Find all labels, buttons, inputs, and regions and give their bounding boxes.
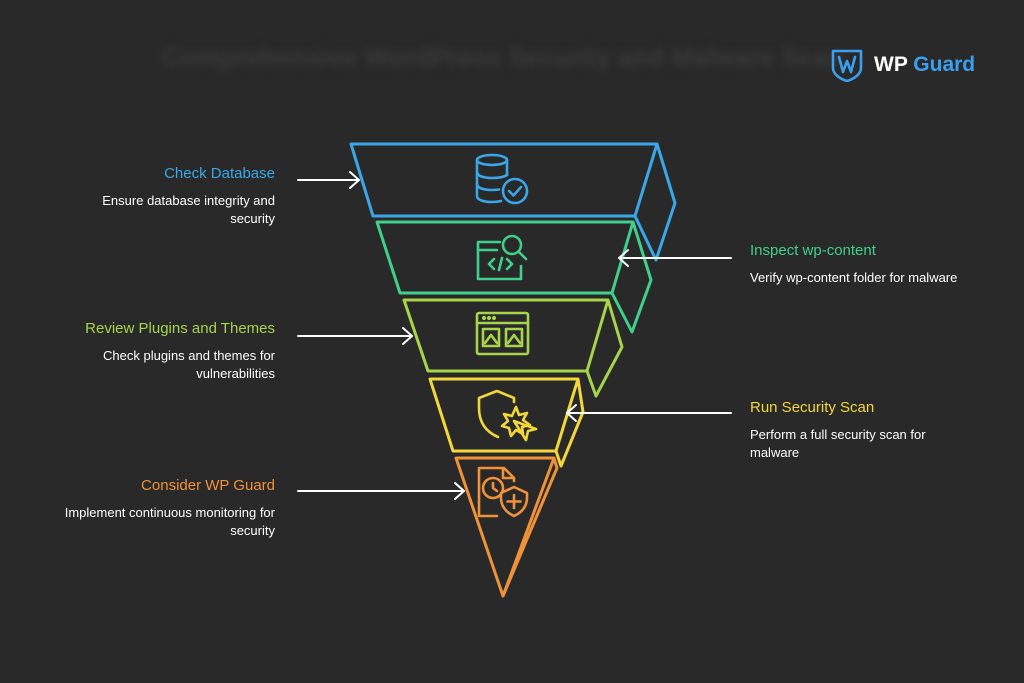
- step-title: Check Database: [164, 165, 275, 182]
- arrow-review-plugins: [297, 327, 413, 345]
- step-description: Check plugins and themes for vulnerabili…: [103, 348, 275, 381]
- logo-wordmark-part-2: Guard: [913, 53, 976, 76]
- code-search-icon: [476, 234, 528, 281]
- step-title: Run Security Scan: [750, 399, 875, 416]
- monitor-shield-icon: [477, 466, 529, 518]
- funnel-layer-consider-wp-guard: [454, 456, 559, 598]
- arrow-run-security-scan: [566, 404, 732, 422]
- arrow-inspect-wp-content: [618, 249, 732, 267]
- step-title: Consider WP Guard: [141, 477, 275, 494]
- step-inspect-wp-content: Inspect wp-content Verify wp-content fol…: [750, 240, 965, 287]
- step-review-plugins-themes: Review Plugins and Themes Check plugins …: [60, 318, 275, 383]
- step-title: Inspect wp-content: [750, 242, 876, 259]
- funnel-layer-check-database: [349, 142, 677, 262]
- page-title-text: Comprehensive WordPress Security and Mal…: [162, 41, 844, 72]
- wp-guard-shield-icon: [831, 49, 863, 82]
- wp-guard-logo: WP Guard: [830, 48, 975, 82]
- database-check-icon: [475, 153, 529, 205]
- logo-wordmark: WP Guard: [874, 53, 975, 77]
- arrow-consider-wp-guard: [297, 482, 465, 500]
- step-consider-wp-guard: Consider WP Guard Implement continuous m…: [60, 475, 275, 540]
- funnel-layer-run-security-scan: [428, 377, 585, 468]
- browser-window-icon: [475, 311, 530, 356]
- step-description: Implement continuous monitoring for secu…: [64, 505, 275, 538]
- page-title: Comprehensive WordPress Security and Mal…: [162, 40, 844, 74]
- funnel-layer-inspect-wp-content: [375, 220, 653, 334]
- step-description: Ensure database integrity and security: [102, 193, 275, 226]
- logo-wordmark-part-1: WP: [874, 53, 908, 76]
- step-title: Review Plugins and Themes: [85, 320, 275, 337]
- step-check-database: Check Database Ensure database integrity…: [60, 163, 275, 228]
- funnel-layer-review-plugins: [402, 298, 624, 398]
- step-run-security-scan: Run Security Scan Perform a full securit…: [750, 397, 965, 462]
- shield-scan-icon: [477, 389, 538, 442]
- arrow-check-database: [297, 171, 360, 189]
- step-description: Verify wp-content folder for malware: [750, 270, 958, 285]
- step-description: Perform a full security scan for malware: [750, 427, 926, 460]
